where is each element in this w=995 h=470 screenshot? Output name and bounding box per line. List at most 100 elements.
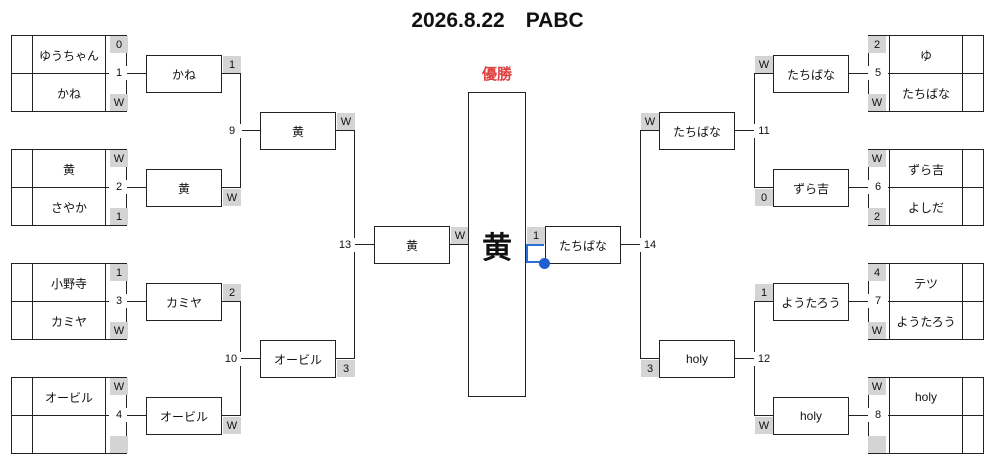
divider bbox=[12, 187, 126, 188]
bracket-line bbox=[222, 73, 240, 74]
player-name[interactable]: holy bbox=[914, 390, 937, 404]
score-badge: W bbox=[868, 378, 886, 395]
bracket-line bbox=[354, 244, 374, 245]
bracket-line bbox=[640, 130, 659, 131]
bracket-line bbox=[127, 301, 146, 302]
entry-pair-1[interactable]: ゆうちゃん かね bbox=[11, 35, 127, 112]
bracket-line bbox=[849, 301, 868, 302]
semifinal-winner-box[interactable]: 黄 bbox=[374, 226, 450, 264]
score-badge: W bbox=[868, 150, 886, 167]
score-badge: W bbox=[223, 417, 241, 434]
player-name[interactable]: テツ bbox=[913, 276, 938, 291]
tournament-title: 2026.8.22 PABC bbox=[411, 9, 584, 32]
score-badge: W bbox=[868, 94, 886, 111]
match-number: 9 bbox=[222, 124, 242, 138]
bracket-line bbox=[222, 301, 240, 302]
match-winner-box[interactable]: ずら吉 bbox=[773, 169, 849, 207]
match-number: 13 bbox=[335, 238, 355, 252]
score-badge: 2 bbox=[868, 208, 886, 225]
match-winner-box[interactable]: ようたろう bbox=[773, 283, 849, 321]
divider bbox=[12, 301, 126, 302]
match-number: 11 bbox=[754, 124, 774, 138]
selection-outline bbox=[526, 244, 544, 263]
player-name[interactable]: たちばな bbox=[901, 86, 950, 101]
match-winner-box[interactable]: holy bbox=[659, 340, 735, 378]
player-name[interactable]: ようたろう bbox=[896, 314, 956, 329]
bracket-line bbox=[849, 73, 868, 74]
bracket-line bbox=[735, 130, 754, 131]
match-number: 8 bbox=[868, 408, 888, 422]
score-badge: W bbox=[110, 150, 128, 167]
player-name[interactable]: さやか bbox=[50, 200, 87, 215]
score-badge: W bbox=[868, 322, 886, 339]
player-name[interactable]: ずら吉 bbox=[907, 162, 944, 177]
player-name[interactable]: オービル bbox=[44, 390, 93, 405]
semifinal-winner-box[interactable]: たちばな bbox=[545, 226, 621, 264]
bracket-line bbox=[127, 415, 146, 416]
player-name[interactable]: ゆうちゃん bbox=[38, 48, 99, 63]
bracket-line bbox=[754, 73, 773, 74]
divider bbox=[869, 301, 983, 302]
bracket-line bbox=[127, 73, 146, 74]
score-badge: 0 bbox=[110, 36, 128, 53]
score-badge: W bbox=[755, 56, 773, 73]
player-name[interactable] bbox=[891, 416, 961, 454]
score-badge: 2 bbox=[223, 284, 241, 301]
bracket-line bbox=[336, 130, 354, 131]
match-winner-box[interactable]: カミヤ bbox=[146, 283, 222, 321]
match-number: 6 bbox=[868, 180, 888, 194]
score-badge: W bbox=[641, 113, 659, 130]
selection-outline bbox=[526, 244, 544, 246]
champion-box[interactable]: 黄 bbox=[468, 92, 526, 397]
score-badge: 1 bbox=[527, 227, 545, 244]
score-badge: 3 bbox=[641, 360, 659, 377]
score-badge: 1 bbox=[755, 284, 773, 301]
player-name[interactable]: かね bbox=[56, 86, 81, 101]
bracket-line bbox=[127, 187, 146, 188]
match-winner-box[interactable]: 黄 bbox=[260, 112, 336, 150]
bracket-line bbox=[754, 415, 773, 416]
bracket-line bbox=[754, 187, 773, 188]
score-badge: 0 bbox=[755, 189, 773, 206]
divider bbox=[869, 415, 983, 416]
entry-pair-3[interactable]: 小野寺 カミヤ bbox=[11, 263, 127, 340]
match-number: 14 bbox=[640, 238, 660, 252]
bracket-line bbox=[849, 187, 868, 188]
score-badge: W bbox=[451, 227, 469, 244]
match-number: 12 bbox=[754, 352, 774, 366]
score-badge bbox=[868, 436, 886, 453]
match-winner-box[interactable]: holy bbox=[773, 397, 849, 435]
bracket-line bbox=[621, 244, 640, 245]
player-name[interactable]: 黄 bbox=[62, 162, 75, 177]
bracket-line bbox=[640, 358, 659, 359]
bracket-line bbox=[450, 244, 468, 245]
bracket-line bbox=[754, 301, 773, 302]
match-winner-box[interactable]: 黄 bbox=[146, 169, 222, 207]
score-badge: W bbox=[110, 322, 128, 339]
match-winner-box[interactable]: たちばな bbox=[659, 112, 735, 150]
divider bbox=[12, 73, 126, 74]
match-number: 5 bbox=[868, 66, 888, 80]
score-badge: 2 bbox=[868, 36, 886, 53]
player-name[interactable]: よしだ bbox=[907, 200, 944, 215]
match-winner-box[interactable]: オービル bbox=[260, 340, 336, 378]
score-badge: 3 bbox=[337, 360, 355, 377]
player-name[interactable] bbox=[34, 416, 104, 454]
player-name[interactable]: ゆ bbox=[919, 48, 932, 63]
bracket-line bbox=[240, 130, 260, 131]
divider bbox=[869, 187, 983, 188]
score-badge: 1 bbox=[110, 264, 128, 281]
match-number: 4 bbox=[109, 408, 129, 422]
match-winner-box[interactable]: オービル bbox=[146, 397, 222, 435]
score-badge: W bbox=[110, 378, 128, 395]
champion-label: 優勝 bbox=[481, 66, 512, 83]
player-name[interactable]: 小野寺 bbox=[50, 276, 87, 291]
score-badge: 1 bbox=[223, 56, 241, 73]
match-number: 2 bbox=[109, 180, 129, 194]
player-name[interactable]: カミヤ bbox=[50, 314, 87, 329]
match-winner-box[interactable]: たちばな bbox=[773, 55, 849, 93]
score-badge: W bbox=[110, 94, 128, 111]
selection-handle[interactable] bbox=[539, 258, 550, 269]
bracket-line bbox=[222, 415, 240, 416]
match-winner-box[interactable]: かね bbox=[146, 55, 222, 93]
